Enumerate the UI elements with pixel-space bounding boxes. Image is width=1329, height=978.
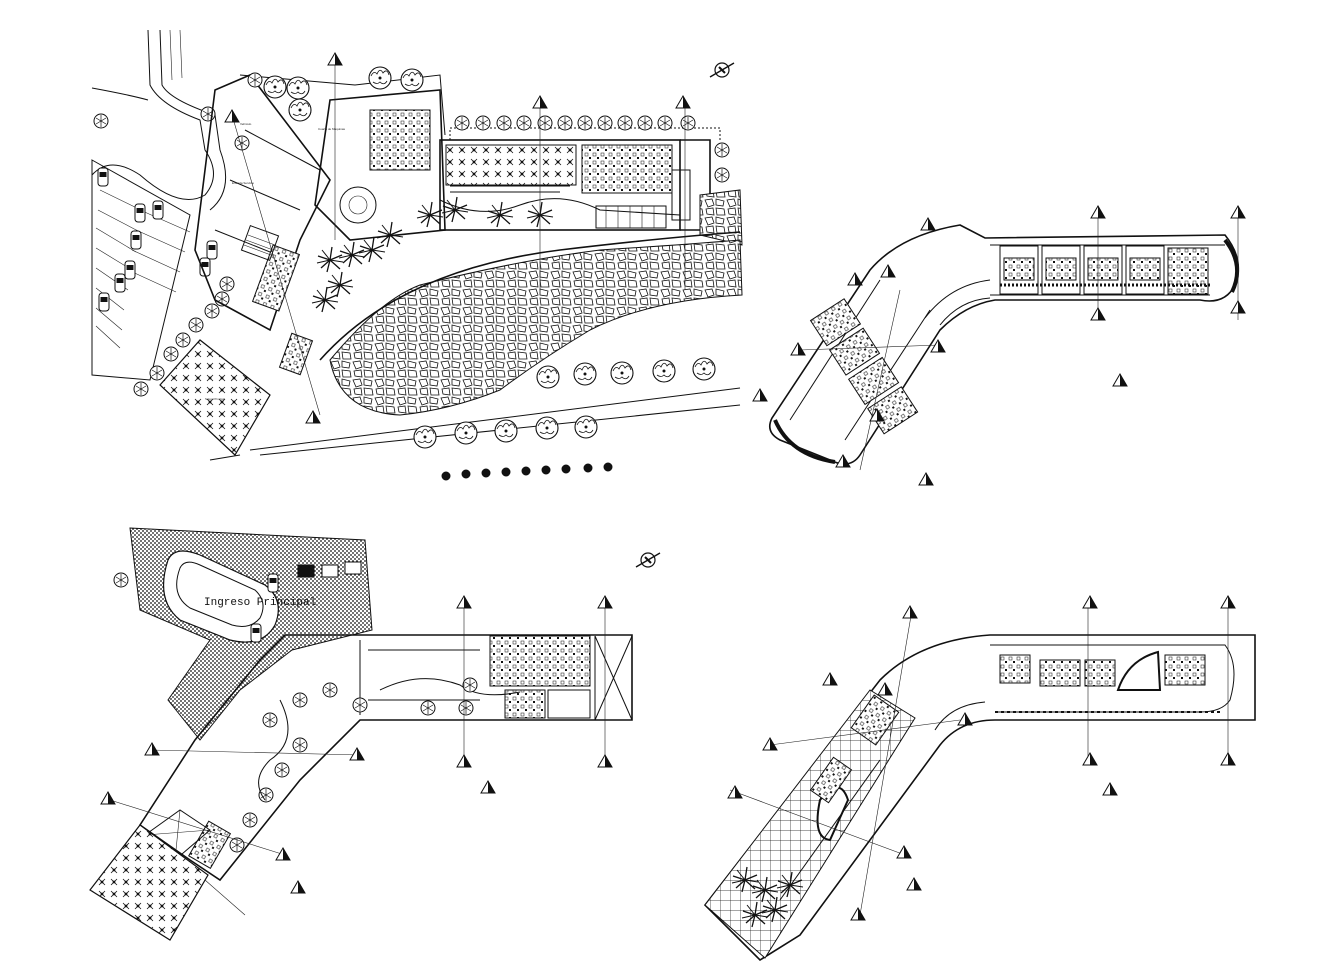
first-floor-plan [703,595,1256,962]
north-arrow-icon [709,62,735,78]
site-plan: Vehiculo Cuarto de Maquinas Entrada Serv… [91,29,743,481]
svg-text:Entrada Servicio: Entrada Servicio [232,181,254,185]
svg-text:Salon Principal: Salon Principal [205,397,225,401]
svg-text:Cuarto de Maquinas: Cuarto de Maquinas [318,127,346,131]
bollard-row [441,462,613,481]
north-arrow-icon [635,552,661,568]
svg-text:Vehiculo: Vehiculo [240,122,252,126]
upper-floor-plan [752,205,1246,486]
main-entrance-label: Ingreso Principal [204,597,316,609]
ground-floor-plan: Ingreso Principal [89,527,661,941]
parking-lot [91,159,218,381]
